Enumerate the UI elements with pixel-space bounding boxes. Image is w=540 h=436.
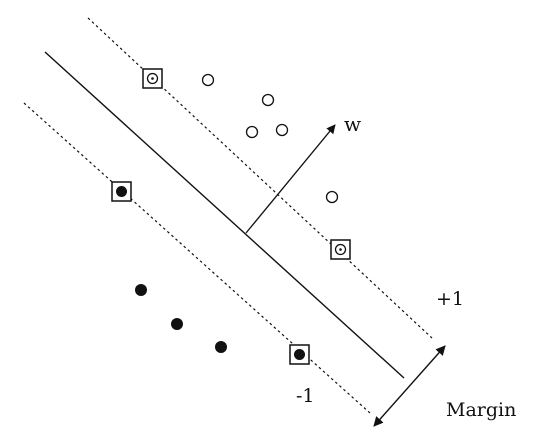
positive-support-vector	[142, 68, 163, 89]
positive-point	[325, 190, 339, 204]
positive-class-points	[201, 73, 339, 204]
positive-point	[261, 93, 275, 107]
negative-margin-label: -1	[296, 385, 315, 407]
positive-point	[245, 125, 259, 139]
positive-point	[201, 73, 215, 87]
positive-point	[275, 123, 289, 137]
positive-support-vector	[330, 239, 351, 260]
weight-vector-arrow	[245, 124, 336, 234]
positive-margin-label: +1	[436, 288, 464, 310]
margin-arrow	[373, 345, 446, 427]
negative-support-vector	[111, 181, 132, 202]
negative-class-points	[135, 284, 227, 353]
negative-margin-line	[23, 102, 371, 414]
weight-vector-label: w	[344, 112, 361, 136]
negative-point	[171, 318, 183, 330]
negative-support-vector	[289, 344, 310, 365]
decision-boundary-line	[44, 51, 405, 379]
negative-point	[215, 341, 227, 353]
margin-label: Margin	[446, 399, 516, 421]
negative-point	[135, 284, 147, 296]
